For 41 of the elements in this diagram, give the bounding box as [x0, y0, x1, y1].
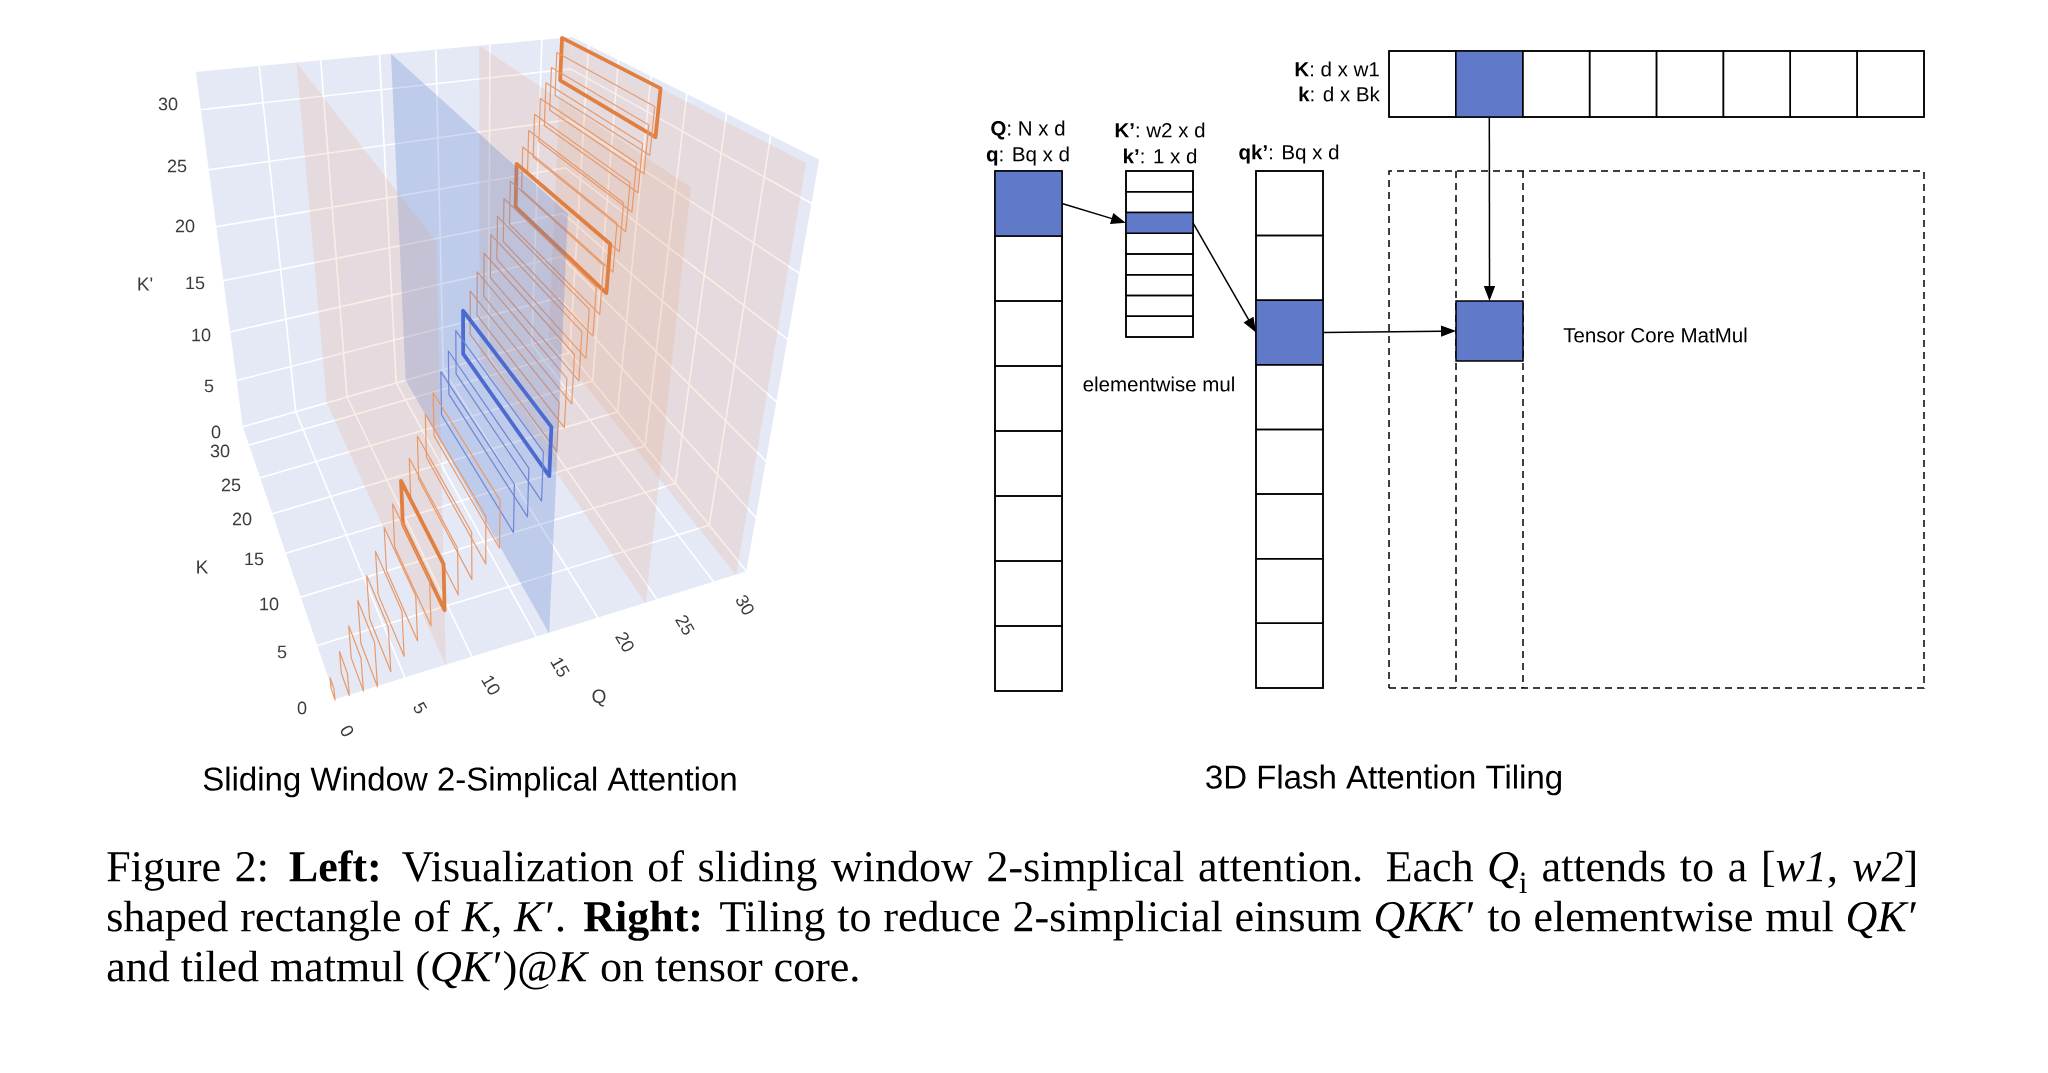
tick-label: 0	[297, 701, 307, 715]
dimension-label: Q: N x d	[991, 120, 1065, 140]
axis-title: K'	[138, 277, 153, 291]
tick-label: 0	[340, 725, 354, 737]
operation-label: elementwise mul	[1083, 376, 1234, 392]
highlighted-cell	[1125, 211, 1194, 234]
tick-label: 25	[167, 159, 187, 173]
highlighted-cell	[1455, 300, 1524, 362]
tick-label: 20	[615, 632, 634, 652]
dimension-label: K: d x w1	[1295, 61, 1379, 77]
tick-label: 15	[186, 276, 205, 290]
subtitle: 3D Flash Attention Tiling	[1206, 764, 1561, 796]
dimension-label: qk’: Bq x d	[1239, 144, 1339, 164]
tick-label: 30	[210, 444, 230, 458]
tick-label: 10	[260, 597, 279, 611]
dimension-label: K’: w2 x d	[1115, 122, 1205, 138]
tick-label: 20	[175, 219, 195, 233]
caption: Figure 2: Left: Visualization of sliding window 2-simplical attention. Each Q$_{i}$ attends to a [w1, w2] shaped rectangle of K, K′. Right: Tiling to reduce 2-simplicial einsum QKK′ to elementwise mul QK′ and tiled matmul (QK′)@K on tensor core.	[107, 850, 1916, 991]
dimension-label: k: d x Bk	[1299, 86, 1380, 102]
tick-label: 15	[245, 552, 264, 566]
tick-label: 20	[232, 512, 252, 526]
tick-label: 5	[204, 379, 214, 393]
axis-title: Q	[592, 689, 606, 707]
tick-label: 5	[413, 701, 428, 714]
tick-label: 15	[550, 657, 570, 677]
tick-label: 0	[211, 425, 221, 439]
tick-label: 30	[736, 595, 754, 615]
highlighted-cell	[1455, 50, 1524, 118]
tick-label: 30	[158, 97, 178, 111]
tick-label: 25	[675, 615, 695, 635]
highlighted-cell	[994, 170, 1063, 237]
tick-label: 10	[481, 675, 500, 695]
subtitle: Sliding Window 2-Simplical Attention	[203, 766, 736, 798]
tick-label: 5	[277, 645, 287, 659]
tick-label: 10	[192, 328, 211, 342]
dimension-label: k’: 1 x d	[1124, 148, 1197, 164]
highlighted-cell	[1255, 299, 1324, 366]
region-label: Tensor Core MatMul	[1563, 327, 1747, 343]
dimension-label: q: Bq x d	[986, 146, 1069, 166]
axis-title: K	[197, 560, 209, 574]
tick-label: 25	[221, 478, 241, 492]
